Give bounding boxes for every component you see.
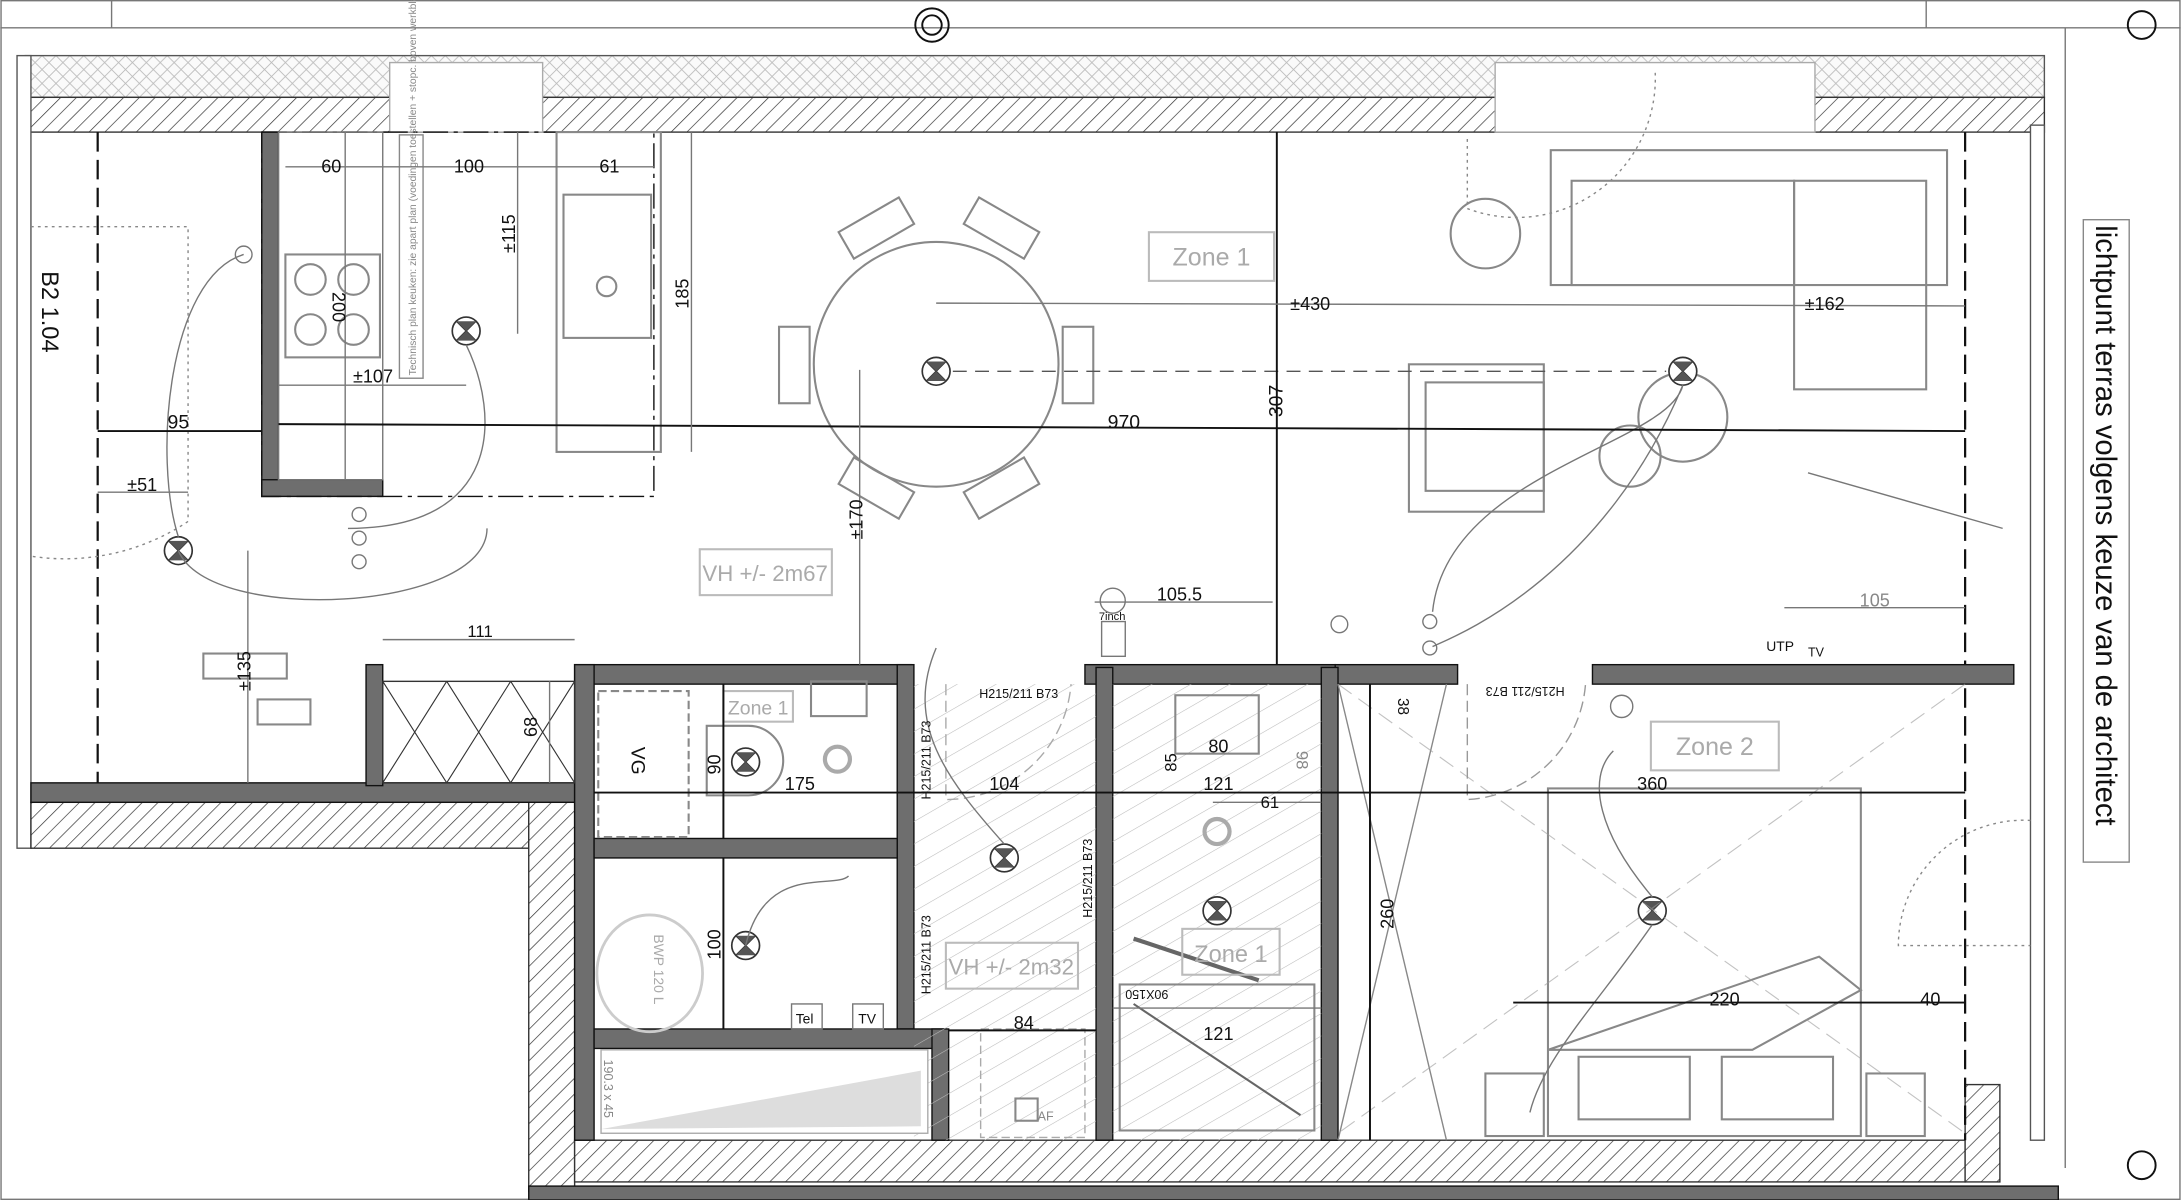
dim: ±162 <box>1805 294 1845 314</box>
dim: ±135 <box>235 651 255 691</box>
tv-outlet-label: TV <box>858 1010 876 1026</box>
dim: 260 <box>1378 899 1398 929</box>
dim: 40 <box>1920 989 1940 1009</box>
dim: 100 <box>454 156 484 176</box>
dim: 307 <box>1265 385 1287 417</box>
grid-axis-marker <box>2126 10 2157 40</box>
grid-axis-marker <box>921 14 943 36</box>
tel-outlet-label: Tel <box>796 1010 814 1026</box>
dim: 84 <box>1014 1013 1034 1033</box>
zone-label: Zone 2 <box>1676 733 1754 761</box>
dim: 80 <box>1208 736 1228 756</box>
dim: 61 <box>599 156 619 176</box>
dim: 175 <box>785 774 815 794</box>
dim: 111 <box>467 622 492 641</box>
dim: 121 <box>1203 774 1233 794</box>
light-point-icon <box>921 356 951 387</box>
door-label: H215/211 B73 <box>920 720 934 799</box>
dim: ±51 <box>127 475 157 495</box>
dimension-lines <box>97 132 1966 1141</box>
ceiling-lights <box>163 245 1966 1134</box>
dim: 85 <box>1162 753 1181 772</box>
vg-label: VG <box>627 747 649 775</box>
dim: 970 <box>1108 411 1141 433</box>
light-point-icon <box>730 747 761 777</box>
drain-label: AF <box>1038 1110 1054 1124</box>
dim: 60 <box>321 156 341 176</box>
terrace-note: lichtpunt terras volgens keuze van de ar… <box>2089 225 2121 825</box>
zone-label: Zone 1 <box>1173 244 1251 272</box>
zone-label: Zone 1 <box>1194 942 1268 968</box>
door-label: H215/211 B73 <box>979 687 1058 701</box>
dim: ±170 <box>846 499 866 539</box>
door-labels: H215/211 B73 H215/211 B73 H215/211 B73 H… <box>920 684 1565 994</box>
dim: 121 <box>1203 1024 1233 1044</box>
dim: ±107 <box>353 366 393 386</box>
tv-outlet-label: TV <box>1808 645 1825 659</box>
dim: 105.5 <box>1157 585 1202 605</box>
furniture <box>202 131 1949 1139</box>
light-point-icon <box>451 316 481 346</box>
armchair <box>1407 363 1545 513</box>
dim: 200 <box>329 292 349 322</box>
dim: 104 <box>989 774 1019 794</box>
dim: ±430 <box>1290 294 1330 314</box>
exterior-walls <box>16 54 2059 1200</box>
dim: 185 <box>673 279 693 309</box>
door-label: H215/211 B73 <box>1486 684 1565 698</box>
door-label: H215/211 B73 <box>1081 839 1095 918</box>
utp-outlet-label: UTP <box>1766 638 1794 654</box>
zone-labels: Zone 1 Zone 1 Zone 1 Zone 2 VH +/- 2m67 … <box>698 231 1780 990</box>
dim: 61 <box>1261 793 1280 812</box>
sink <box>562 193 653 339</box>
dining-table <box>812 240 1060 488</box>
bed <box>1546 787 1862 1138</box>
zone-label: Zone 1 <box>728 698 789 720</box>
dim: 220 <box>1709 989 1739 1009</box>
light-point-icon <box>1668 356 1698 387</box>
symbol-labels: VG BWP 120 L Tel TV UTP TV 7inch 190.3 x… <box>601 611 1825 1124</box>
dim: 90 <box>705 754 725 774</box>
boiler-label: BWP 120 L <box>651 934 667 1004</box>
grid-axis-marker <box>914 7 950 43</box>
dim: 68 <box>521 717 541 737</box>
dim: 105 <box>1860 590 1890 610</box>
ceiling-height-label: VH +/- 2m67 <box>702 561 827 586</box>
dim: 98 <box>1292 751 1311 770</box>
intercom-label: 7inch <box>1099 611 1126 623</box>
light-point-icon <box>1637 896 1668 926</box>
sun-outlet-icon <box>1330 615 1349 634</box>
ceiling-height-label: VH +/- 2m32 <box>949 955 1074 980</box>
dim: 360 <box>1637 774 1667 794</box>
dim: ±115 <box>499 214 519 253</box>
dimension-labels: 60 100 61 ±115 185 200 ±107 95 970 307 ±… <box>127 156 1940 1044</box>
light-point-icon <box>1202 896 1232 926</box>
hob <box>284 253 381 359</box>
door-swings <box>30 69 2031 947</box>
shower-size-label: 90X150 <box>1125 987 1168 1001</box>
light-point-icon <box>989 843 1020 873</box>
dim: 95 <box>168 411 190 433</box>
sofa <box>1549 149 1949 287</box>
grid-axis-marker <box>2126 1150 2157 1181</box>
dim: 100 <box>705 929 725 959</box>
door-label: H215/211 B73 <box>920 915 934 994</box>
kitchen-note: Technisch plan keuken: zie apart plan (v… <box>408 0 419 375</box>
bath-size-label: 190.3 x 45 <box>601 1060 615 1118</box>
dim: 38 <box>1394 698 1411 715</box>
room-code: B2 1.04 <box>36 271 62 352</box>
kitchen-counter <box>555 131 662 453</box>
